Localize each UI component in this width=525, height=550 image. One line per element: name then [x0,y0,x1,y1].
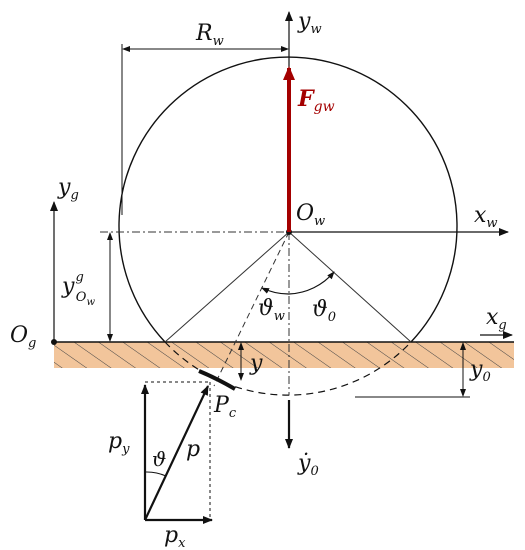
ow-label: Ow [296,201,325,229]
p-label: p [186,437,200,462]
contact-patch [198,369,237,391]
xg-label: xg [486,305,507,333]
contact-chord-left [164,231,290,343]
yw-label: yw [297,9,322,37]
thetaw-arc [261,287,290,295]
contact-chord-right [288,231,412,343]
contact-point-radius [213,231,290,387]
wheel-hidden-arc [164,341,412,396]
wheel-outline [118,56,458,343]
ground-hatching [54,342,514,368]
xw-label: xw [474,203,498,231]
py-label: py [108,429,130,457]
theta0-arc [288,271,335,295]
y0-label: y0 [469,357,491,385]
theta-label: ϑ [152,447,166,471]
yg-label: yg [57,175,79,203]
y0dot-label: ẏ0 [297,451,319,479]
force-label: Fgw [297,86,335,115]
og-label: Og [10,323,36,351]
rw-label: Rw [195,21,224,49]
pc-label: Pc [213,393,237,421]
p-vector [144,385,209,521]
theta-angle-arc [144,471,167,477]
thetaw-label: ϑw [258,296,285,324]
theta0-label: ϑ0 [312,297,336,325]
y-label: y [249,351,263,376]
px-label: px [164,523,186,550]
origin-g-point [51,339,57,345]
